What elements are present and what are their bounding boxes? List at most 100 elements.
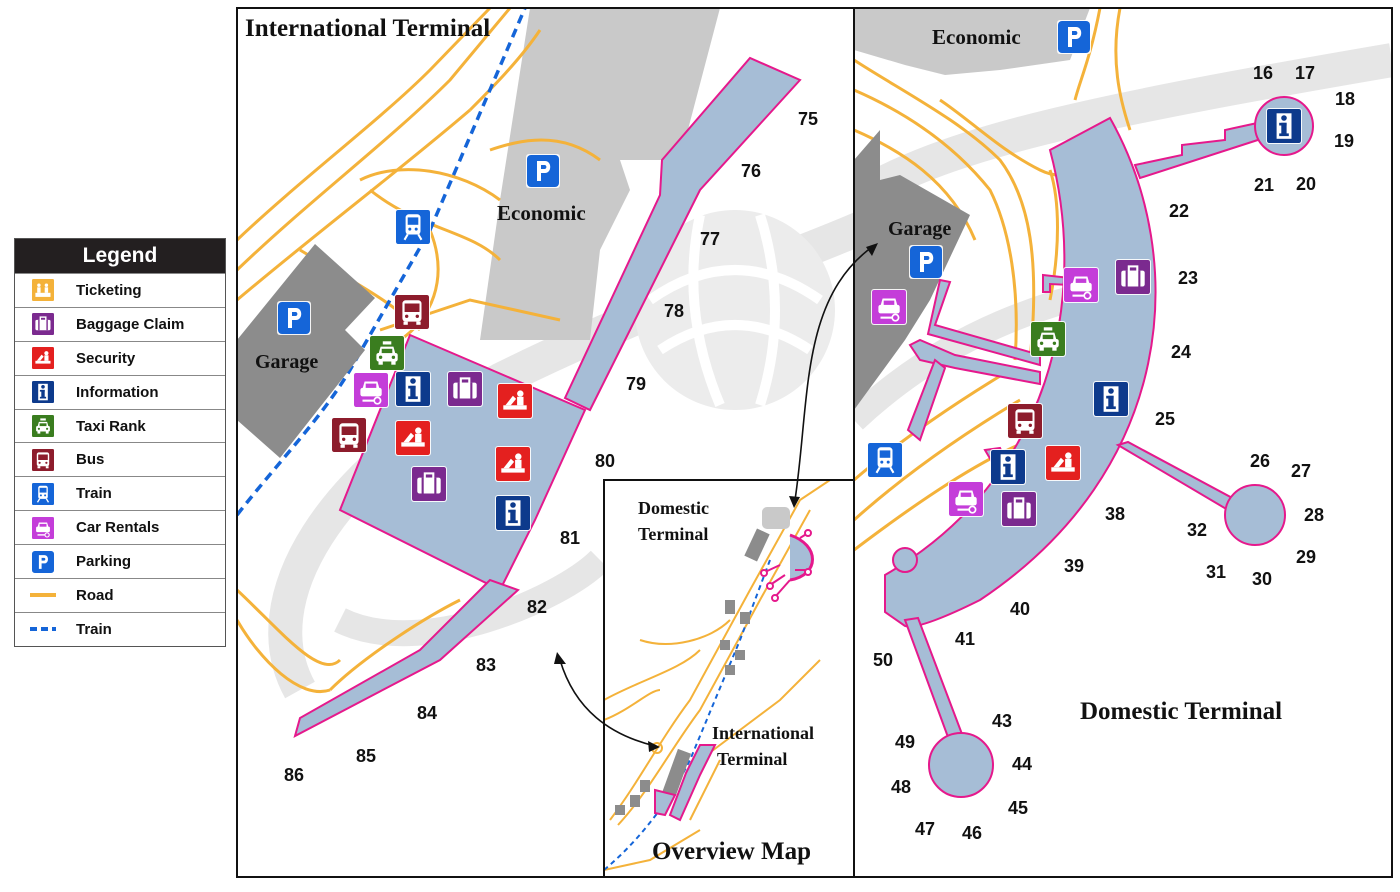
roads	[237, 8, 601, 693]
parking-icon	[30, 550, 56, 574]
legend-item-label: Security	[76, 349, 136, 367]
domestic-gate-numbers: 16 17 18 19 20 21 22 23 24 25 26 27 28 2…	[873, 63, 1355, 843]
gate-number[interactable]: 83	[476, 655, 496, 675]
car-rental-icon[interactable]	[948, 481, 984, 517]
economic-parking-lot	[480, 8, 720, 340]
gate-number[interactable]: 24	[1171, 342, 1191, 362]
car-rental-icon[interactable]	[1063, 267, 1099, 303]
bus-icon[interactable]	[1007, 403, 1043, 439]
gate-number[interactable]: 23	[1178, 268, 1198, 288]
gate-number[interactable]: 20	[1296, 174, 1316, 194]
legend-item-label: Baggage Claim	[76, 315, 185, 333]
security-icon[interactable]	[1045, 445, 1081, 481]
overview-international-label: International	[712, 723, 814, 743]
legend-item-label: Train	[76, 485, 112, 503]
gate-number[interactable]: 28	[1304, 505, 1324, 525]
gate-number[interactable]: 75	[798, 109, 818, 129]
ticketing-icon	[30, 278, 56, 302]
legend-item: Information	[15, 374, 225, 409]
gate-number[interactable]: 86	[284, 765, 304, 785]
gate-number[interactable]: 26	[1250, 451, 1270, 471]
overview-domestic-label: Domestic	[638, 498, 709, 518]
gate-number[interactable]: 30	[1252, 569, 1272, 589]
baggage-claim-icon[interactable]	[447, 371, 483, 407]
gate-number[interactable]: 22	[1169, 201, 1189, 221]
gate-number[interactable]: 27	[1291, 461, 1311, 481]
baggage-claim-icon[interactable]	[1001, 491, 1037, 527]
gate-number[interactable]: 39	[1064, 556, 1084, 576]
legend-item: Ticketing	[15, 273, 225, 307]
gate-number[interactable]: 38	[1105, 504, 1125, 524]
bus-icon[interactable]	[331, 417, 367, 453]
gate-number[interactable]: 50	[873, 650, 893, 670]
gate-number[interactable]: 40	[1010, 599, 1030, 619]
legend-item: Baggage Claim	[15, 306, 225, 341]
bus-icon[interactable]	[394, 294, 430, 330]
gate-number[interactable]: 31	[1206, 562, 1226, 582]
baggage-claim-icon[interactable]	[411, 466, 447, 502]
gate-number[interactable]: 76	[741, 161, 761, 181]
gate-number[interactable]: 17	[1295, 63, 1315, 83]
legend-item-label: Bus	[76, 451, 105, 469]
legend-title: Legend	[15, 239, 225, 273]
information-icon[interactable]	[495, 495, 531, 531]
security-icon[interactable]	[395, 420, 431, 456]
legend-item-label: Car Rentals	[76, 519, 160, 537]
legend-item-label: Taxi Rank	[76, 417, 146, 435]
information-icon	[30, 380, 56, 404]
gate-number[interactable]: 82	[527, 597, 547, 617]
taxi-icon[interactable]	[369, 335, 405, 371]
legend-item-label: Information	[76, 383, 159, 401]
taxi-icon[interactable]	[1030, 321, 1066, 357]
gate-number[interactable]: 16	[1253, 63, 1273, 83]
legend-item-label: Parking	[76, 553, 132, 571]
security-icon	[30, 346, 56, 370]
legend-item: Security	[15, 340, 225, 375]
gate-number[interactable]: 48	[891, 777, 911, 797]
car-rental-icon[interactable]	[353, 372, 389, 408]
legend-item: Taxi Rank	[15, 408, 225, 443]
security-icon[interactable]	[497, 383, 533, 419]
car-rental-icon[interactable]	[871, 289, 907, 325]
gate-number[interactable]: 21	[1254, 175, 1274, 195]
information-icon[interactable]	[395, 371, 431, 407]
gate-number[interactable]: 47	[915, 819, 935, 839]
overview-buildings	[615, 528, 770, 815]
baggage-claim-icon[interactable]	[1115, 259, 1151, 295]
parking-icon[interactable]	[909, 245, 943, 279]
gate-number[interactable]: 78	[664, 301, 684, 321]
legend-item-label: Ticketing	[76, 281, 142, 299]
gate-number[interactable]: 79	[626, 374, 646, 394]
gate-number[interactable]: 25	[1155, 409, 1175, 429]
domestic-terminal-title: Domestic Terminal	[1080, 698, 1282, 725]
gate-number[interactable]: 49	[895, 732, 915, 752]
gate-number[interactable]: 77	[700, 229, 720, 249]
parking-icon[interactable]	[277, 301, 311, 335]
gate-number[interactable]: 80	[595, 451, 615, 471]
train-line-icon	[30, 617, 56, 641]
parking-icon[interactable]	[1057, 20, 1091, 54]
gate-number[interactable]: 29	[1296, 547, 1316, 567]
parking-icon[interactable]	[526, 154, 560, 188]
overview-arrows	[559, 246, 873, 747]
gate-number[interactable]: 19	[1334, 131, 1354, 151]
gate-number[interactable]: 45	[1008, 798, 1028, 818]
gate-number[interactable]: 46	[962, 823, 982, 843]
garage-label-domestic: Garage	[888, 218, 951, 240]
security-icon[interactable]	[495, 446, 531, 482]
information-icon[interactable]	[1093, 381, 1129, 417]
gate-number[interactable]: 41	[955, 629, 975, 649]
gate-number[interactable]: 18	[1335, 89, 1355, 109]
information-icon[interactable]	[1266, 108, 1302, 144]
gate-number[interactable]: 81	[560, 528, 580, 548]
gate-number[interactable]: 32	[1187, 520, 1207, 540]
gate-number[interactable]: 44	[1012, 754, 1032, 774]
gate-number[interactable]: 43	[992, 711, 1012, 731]
gate-number[interactable]: 84	[417, 703, 437, 723]
information-icon[interactable]	[990, 449, 1026, 485]
train-icon[interactable]	[867, 442, 903, 478]
international-concourse-north	[563, 56, 802, 412]
train-icon[interactable]	[395, 209, 431, 245]
gate-number[interactable]: 85	[356, 746, 376, 766]
